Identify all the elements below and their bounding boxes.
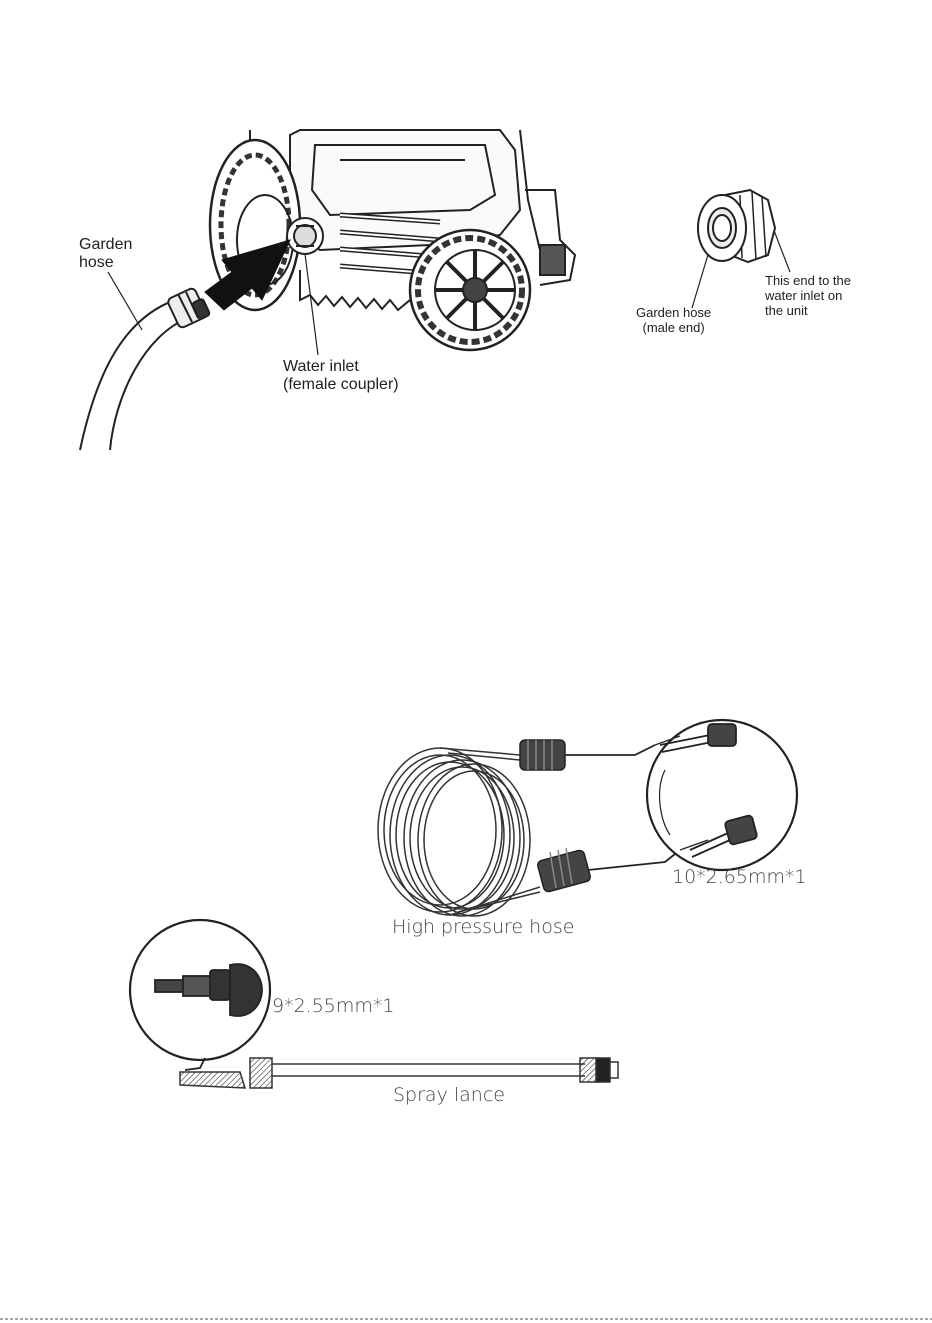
hp-hose-label: High pressure hose xyxy=(392,917,574,939)
lance-spec-label: 9*2.55mm*1 xyxy=(272,996,395,1018)
coupler-nut xyxy=(698,190,775,262)
pressure-washer-unit xyxy=(210,130,575,350)
this-end-label: This end to the water inlet on the unit xyxy=(765,274,851,319)
hose-connector-magnifier xyxy=(565,720,797,870)
high-pressure-hose-coil xyxy=(378,740,591,916)
garden-hose-male-label: Garden hose (male end) xyxy=(636,306,711,336)
water-inlet-label: Water inlet (female coupler) xyxy=(283,358,399,395)
lance-connector-magnifier xyxy=(130,920,270,1070)
spray-lance-label: Spray lance xyxy=(393,1085,505,1107)
garden-hose-label: Garden hose xyxy=(79,236,132,273)
garden-hose xyxy=(80,287,210,450)
hp-hose-spec-label: 10*2.65mm*1 xyxy=(672,867,807,889)
